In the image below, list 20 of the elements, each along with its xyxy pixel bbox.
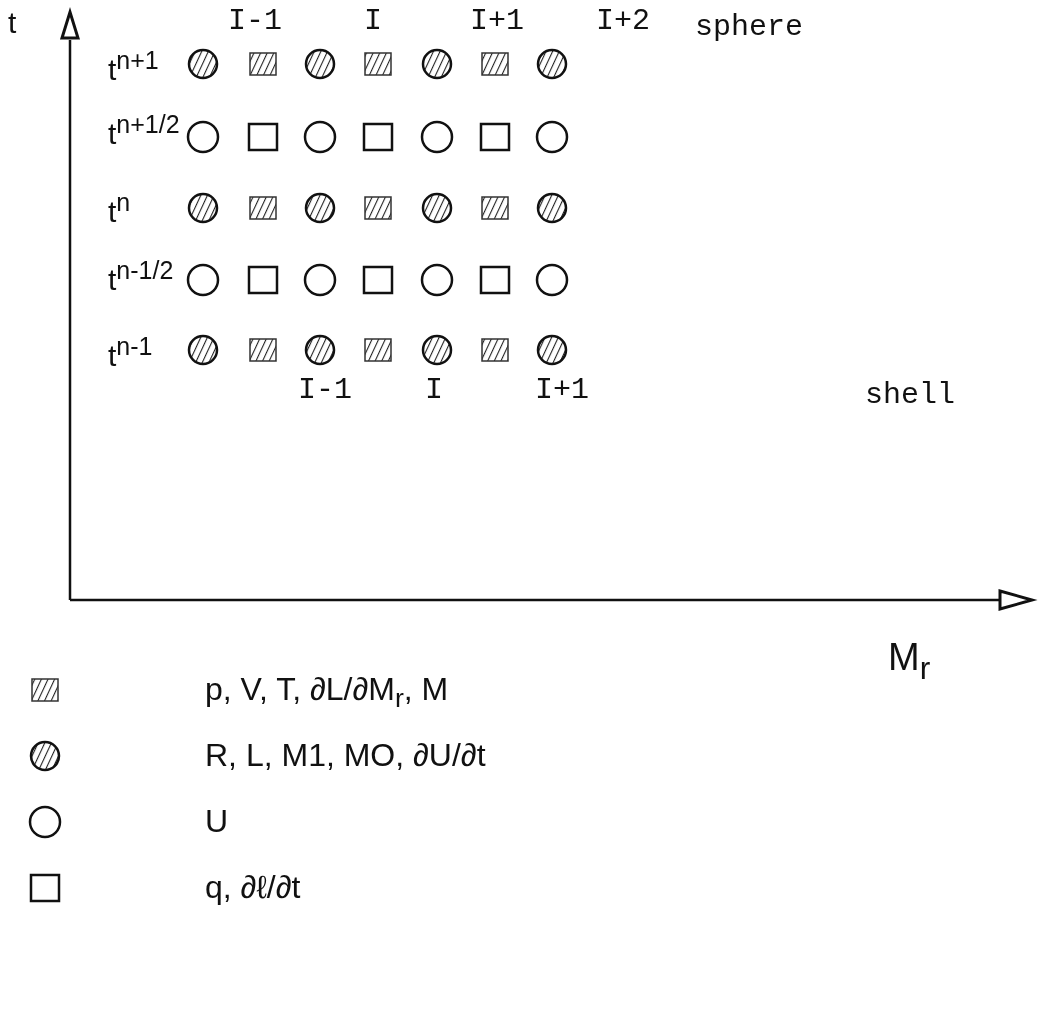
legend-text: p, V, T, ∂L/∂M$_{r}$, M <box>205 673 449 713</box>
row-label: t$^{n-1/2}$ <box>108 258 174 295</box>
column-label: I+1 <box>535 375 589 405</box>
row-label: t$^{n-1}$ <box>108 334 153 371</box>
legend-text: q, ∂ℓ/∂t <box>205 871 301 903</box>
row-label: t$^{n+1}$ <box>108 48 159 85</box>
axis-label: t <box>8 8 17 38</box>
column-label: I+1 <box>470 6 524 36</box>
column-label: I-1 <box>298 375 352 405</box>
axis-label: M$_{r}$ <box>888 638 931 685</box>
column-label: I <box>364 6 382 36</box>
legend-text: R, L, M1, MO, ∂U/∂t <box>205 739 486 771</box>
column-label: sphere <box>695 12 804 42</box>
column-label: I <box>425 375 443 405</box>
column-label: I-1 <box>228 6 282 36</box>
axis-label: shell <box>865 380 955 410</box>
row-label: t$^{n}$ <box>108 190 131 227</box>
legend-text: U <box>205 805 229 837</box>
row-label: t$^{n+1/2}$ <box>108 112 180 149</box>
column-label: I+2 <box>596 6 650 36</box>
